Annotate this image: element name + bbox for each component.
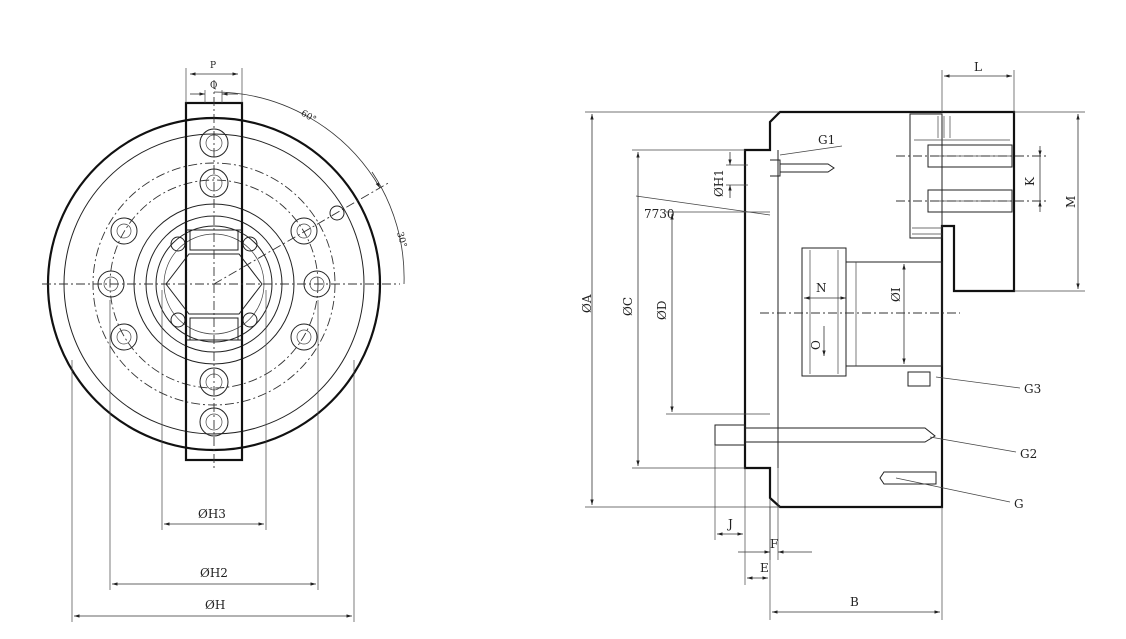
- angle-arc: [213, 91, 381, 189]
- angle-small-label: 30°: [394, 231, 408, 249]
- dim-N: N: [816, 281, 827, 295]
- dim-J: J: [726, 517, 733, 531]
- dim-H3: ØH3: [198, 507, 226, 521]
- dim-H: ØH: [205, 598, 225, 612]
- side-view: L M K G1 ØH1 7730 ØA ØC: [580, 60, 1085, 620]
- label-G2: G2: [1020, 447, 1037, 461]
- side-jaw: [909, 113, 1013, 239]
- dim-A: ØA: [580, 294, 594, 313]
- dim-H2: ØH2: [200, 566, 228, 580]
- dim-I: ØI: [889, 287, 903, 302]
- label-taper: 7730: [644, 207, 675, 221]
- dim-F: F: [770, 537, 778, 551]
- side-inner-piston: [801, 247, 943, 377]
- dim-B: B: [850, 595, 859, 609]
- side-body-outline: [743, 110, 1016, 509]
- dim-P: P: [210, 61, 216, 71]
- dim-Q: Q: [210, 81, 217, 91]
- dim-O: O: [809, 340, 823, 350]
- dim-L: L: [974, 60, 982, 74]
- label-G3: G3: [1024, 382, 1041, 396]
- dim-H1: ØH1: [712, 169, 726, 197]
- label-G: G: [1014, 497, 1024, 511]
- dim-K: K: [1023, 176, 1037, 186]
- dim-E: E: [760, 561, 769, 575]
- dim-C: ØC: [621, 297, 635, 316]
- dim-M: M: [1064, 196, 1078, 208]
- side-screws: [714, 159, 937, 485]
- angle-label: 60°: [299, 109, 318, 126]
- dim-D: ØD: [655, 301, 669, 320]
- label-G1: G1: [818, 133, 835, 147]
- front-view: 60° 30° P Q ØH3 ØH2 ØH: [42, 61, 408, 622]
